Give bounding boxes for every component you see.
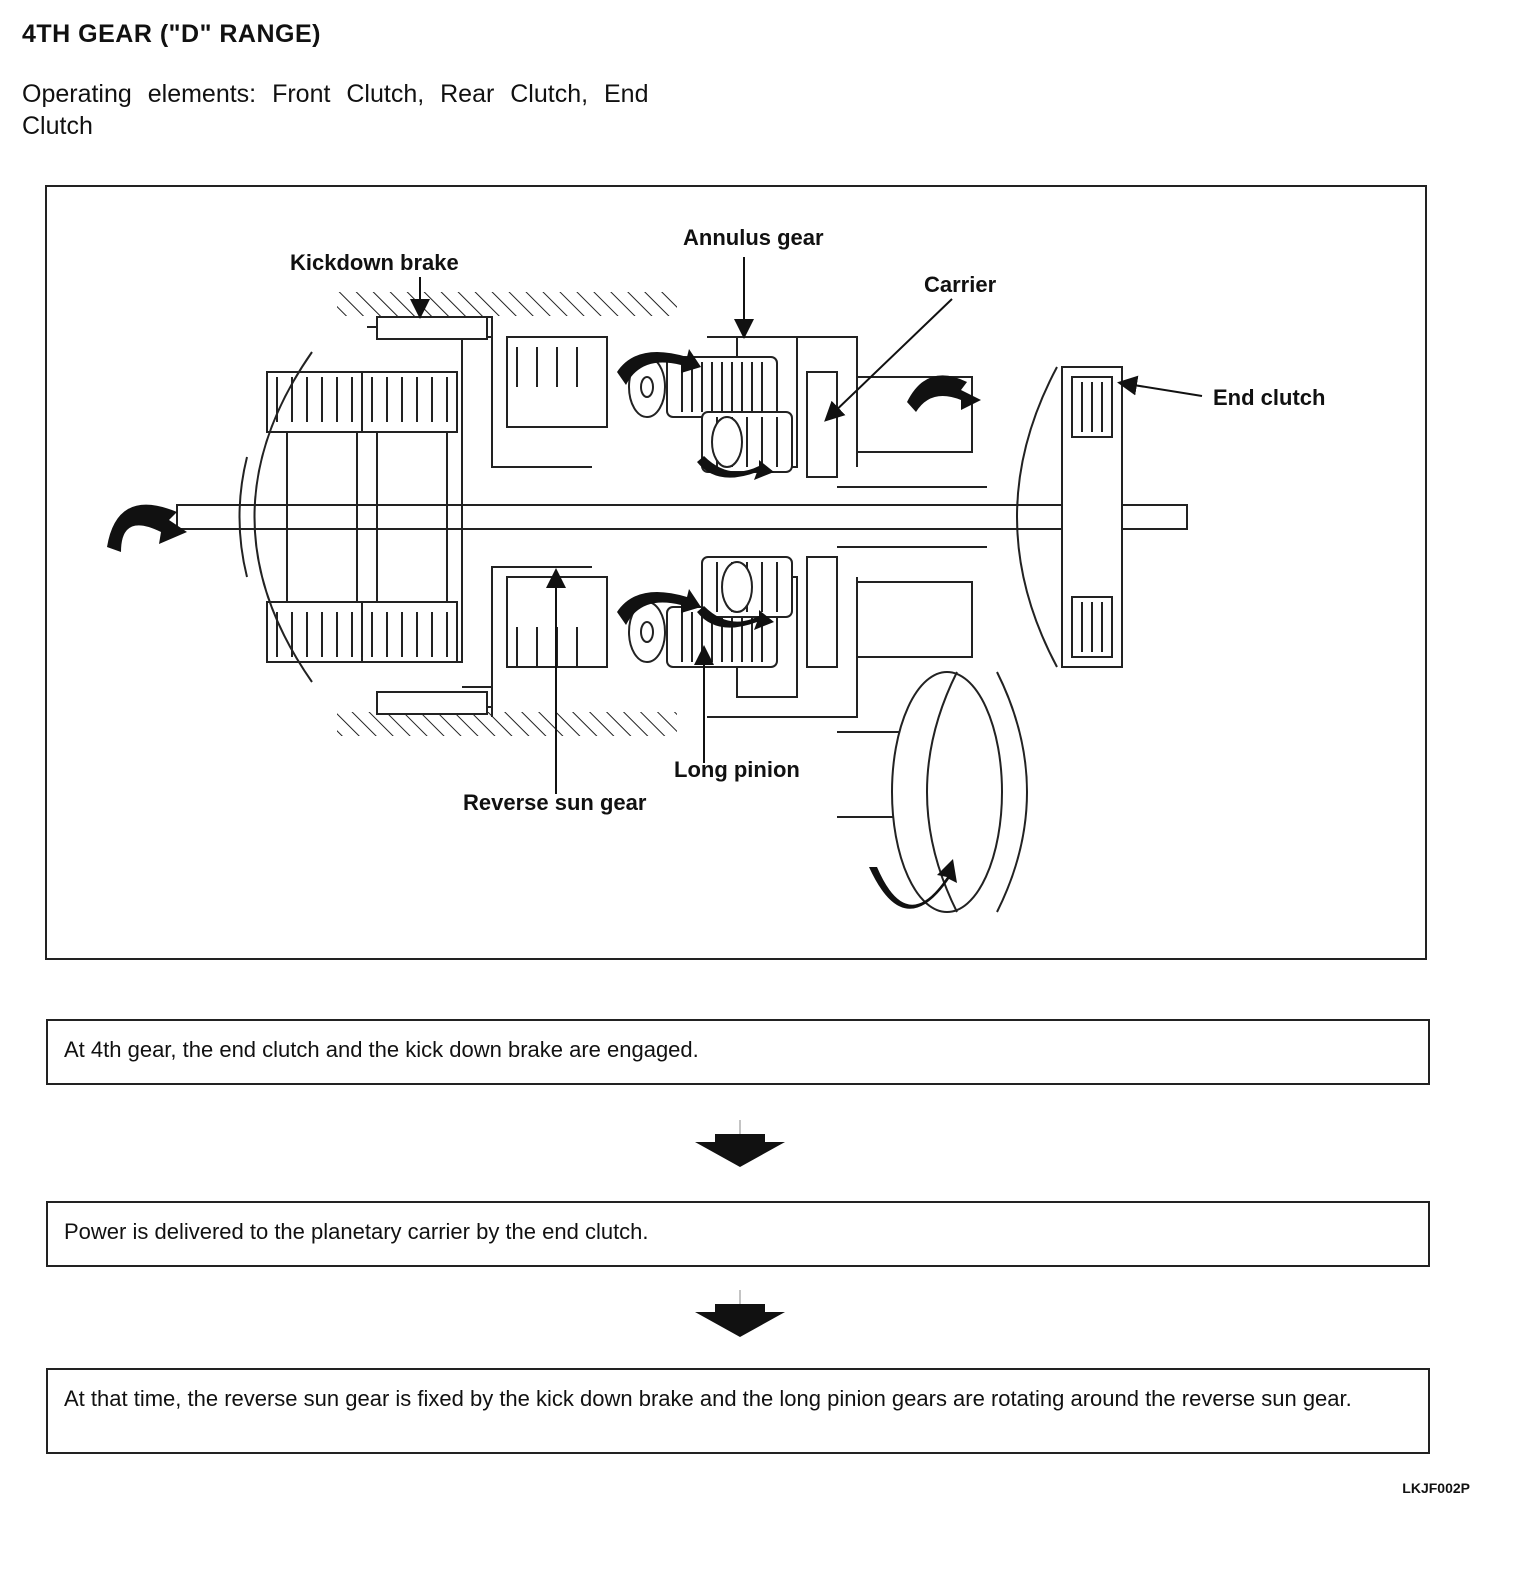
pinion-rotation-arrow-top [617, 349, 701, 385]
step-2: Power is delivered to the planetary carr… [46, 1201, 1430, 1267]
label-reverse-sun-gear: Reverse sun gear [463, 790, 647, 815]
gear-diagram-svg: Kickdown brake Annulus gear Carrier End … [107, 225, 1325, 913]
case-bottom-hatch [337, 712, 677, 736]
output-rotation-arrow [869, 859, 957, 909]
carrier [806, 371, 838, 478]
input-rotation-arrow [107, 504, 187, 552]
figure-code: LKJF002P [1402, 1480, 1470, 1496]
pinion-rotation-arrow-bottom-2 [697, 606, 774, 630]
step-3: At that time, the reverse sun gear is fi… [46, 1368, 1430, 1454]
down-arrow-icon [695, 1290, 785, 1337]
case-top-hatch [337, 292, 677, 316]
page-title: 4TH GEAR ("D" RANGE) [22, 20, 321, 48]
label-carrier: Carrier [924, 272, 997, 297]
input-shaft [176, 504, 1188, 530]
step-1: At 4th gear, the end clutch and the kick… [46, 1019, 1430, 1085]
label-annulus-gear: Annulus gear [683, 225, 824, 250]
label-end-clutch: End clutch [1213, 385, 1325, 410]
pinion-rotation-arrow-mid [697, 456, 774, 480]
front-drum-outline [253, 351, 313, 683]
down-arrow-icon [695, 1120, 785, 1167]
output-gear [891, 671, 1003, 913]
end-clutch-drum [1016, 366, 1058, 668]
kickdown-brake-band [376, 316, 488, 340]
pinion-rotation-arrow-bottom [617, 589, 701, 625]
operating-elements: Operating elements: Front Clutch, Rear C… [22, 80, 649, 140]
label-kickdown-brake: Kickdown brake [290, 250, 459, 275]
label-long-pinion: Long pinion [674, 757, 800, 782]
carrier-rotation-arrow [907, 375, 981, 412]
gear-diagram: Kickdown brake Annulus gear Carrier End … [45, 185, 1427, 960]
